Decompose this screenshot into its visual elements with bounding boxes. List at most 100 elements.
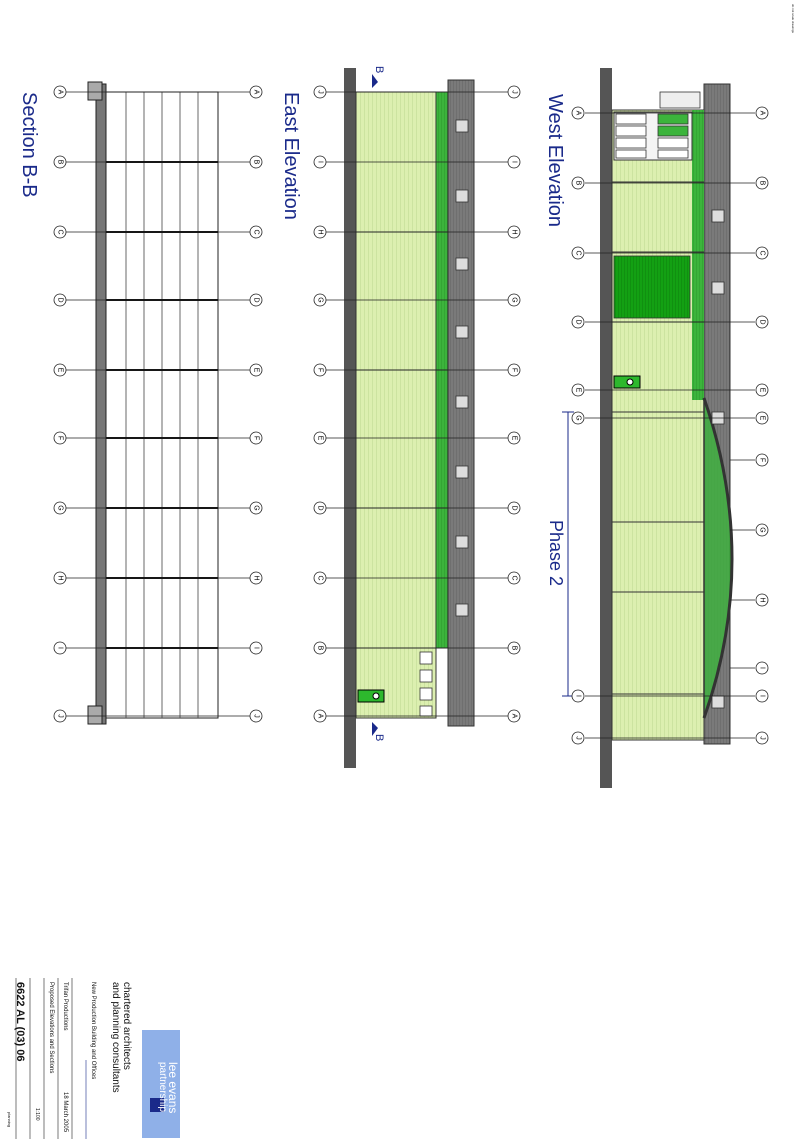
grid-bubble-e <box>313 431 327 445</box>
west-grid <box>585 112 755 739</box>
east-cladding <box>355 91 437 719</box>
grid-bubble-i <box>571 689 585 703</box>
grid-bubble-label: E <box>253 368 260 373</box>
grid-bubble-f <box>53 431 67 445</box>
grid-bubble-label: E <box>759 388 766 393</box>
grid-bubble-c <box>507 571 521 585</box>
grid-bubble-label: E <box>317 436 324 441</box>
west-office-windows <box>615 91 701 159</box>
grid-bubble-d <box>249 293 263 307</box>
grid-bubble-label: D <box>575 319 582 324</box>
grid-bubble-label: F <box>317 368 324 372</box>
grid-bubble-c <box>53 225 67 239</box>
grid-bubble-label: D <box>253 297 260 302</box>
grid-bubble-d <box>53 293 67 307</box>
drawing-title: Proposed Elevations and Sections <box>48 982 54 1074</box>
grid-bubble-j <box>755 731 769 745</box>
grid-bubble-d <box>313 501 327 515</box>
grid-bubble-label: B <box>317 646 324 651</box>
grid-bubble-g <box>755 523 769 537</box>
grid-bubble-label: A <box>253 90 260 95</box>
grid-bubble-label: H <box>759 597 766 602</box>
grid-bubble-j <box>249 709 263 723</box>
grid-bubble-label: E <box>575 388 582 393</box>
east-elevation-title: East Elevation <box>280 92 302 220</box>
grid-bubble-label: I <box>759 667 766 669</box>
section-left-pad <box>87 81 103 101</box>
section-right-pad <box>87 705 103 725</box>
grid-bubble-a <box>313 709 327 723</box>
grid-bubble-h <box>755 593 769 607</box>
grid-bubble-label: C <box>575 250 582 255</box>
grid-bubble-g <box>249 501 263 515</box>
grid-bubble-d <box>507 501 521 515</box>
grid-bubble-label: C <box>317 575 324 580</box>
grid-bubble-label: J <box>57 714 64 718</box>
grid-bubble-label: D <box>57 297 64 302</box>
grid-bubble-label: B <box>759 181 766 186</box>
grid-bubble-label: J <box>317 90 324 94</box>
grid-bubble-f <box>249 431 263 445</box>
grid-bubble-label: C <box>253 229 260 234</box>
grid-bubble-label: E <box>511 436 518 441</box>
grid-bubble-label: C <box>57 229 64 234</box>
grid-bubble-label: A <box>759 111 766 116</box>
east-door-light <box>372 692 380 700</box>
grid-bubble-label: A <box>57 90 64 95</box>
east-grid <box>326 91 508 717</box>
grid-bubble-i <box>53 641 67 655</box>
grid-bubble-label: H <box>317 229 324 234</box>
grid-bubble-b <box>53 155 67 169</box>
west-dark-glazing-panel <box>613 255 691 319</box>
grid-bubble-label: E <box>759 416 766 421</box>
section-roof-slab <box>95 83 107 725</box>
grid-bubble-i <box>249 641 263 655</box>
sheet-note: do not scale drawings <box>791 4 795 34</box>
grid-bubble-a <box>249 85 263 99</box>
firm-line-1: chartered architects <box>121 982 132 1070</box>
grid-bubble-j <box>571 731 585 745</box>
east-office-windows <box>419 651 433 717</box>
grid-bubble-label: D <box>511 505 518 510</box>
grid-bubble-j <box>507 85 521 99</box>
grid-bubble-label: I <box>317 161 324 163</box>
grid-bubble-g <box>507 293 521 307</box>
grid-bubble-e <box>755 411 769 425</box>
grid-bubble-label: B <box>253 160 260 165</box>
grid-bubble-h <box>53 571 67 585</box>
drawing-scale: 1:100 <box>34 1108 40 1121</box>
west-elevation-title: West Elevation <box>544 94 566 228</box>
section-marker-bottom-arrow <box>372 722 378 736</box>
grid-bubble-h <box>313 225 327 239</box>
grid-bubble-label: G <box>759 527 766 532</box>
grid-bubble-label: H <box>57 575 64 580</box>
grid-bubble-g <box>313 293 327 307</box>
grid-bubble-a <box>571 106 585 120</box>
grid-bubble-b <box>249 155 263 169</box>
section-marker-bottom-label: B <box>373 734 385 742</box>
grid-bubble-b <box>755 176 769 190</box>
grid-bubble-b <box>313 641 327 655</box>
grid-bubble-e <box>249 363 263 377</box>
grid-bubble-label: I <box>759 695 766 697</box>
grid-bubble-label: E <box>57 368 64 373</box>
grid-bubble-label: G <box>511 297 518 302</box>
grid-bubble-c <box>571 246 585 260</box>
grid-bubble-h <box>507 225 521 239</box>
grid-bubble-c <box>249 225 263 239</box>
logo-panel <box>142 1030 180 1138</box>
grid-bubble-a <box>755 106 769 120</box>
grid-bubble-label: B <box>57 160 64 165</box>
grid-bubble-label: I <box>511 161 518 163</box>
logo-mark <box>150 1098 164 1112</box>
grid-bubble-label: J <box>253 714 260 718</box>
grid-bubble-e <box>571 383 585 397</box>
grid-bubble-label: A <box>317 714 324 719</box>
grid-bubble-label: F <box>511 368 518 372</box>
section-bb-title: Section B-B <box>18 92 40 198</box>
grid-bubble-g <box>53 501 67 515</box>
grid-bubble-label: F <box>253 436 260 440</box>
west-glazing-strip <box>692 110 704 400</box>
section-purlins <box>125 92 199 718</box>
grid-bubble-i <box>755 689 769 703</box>
